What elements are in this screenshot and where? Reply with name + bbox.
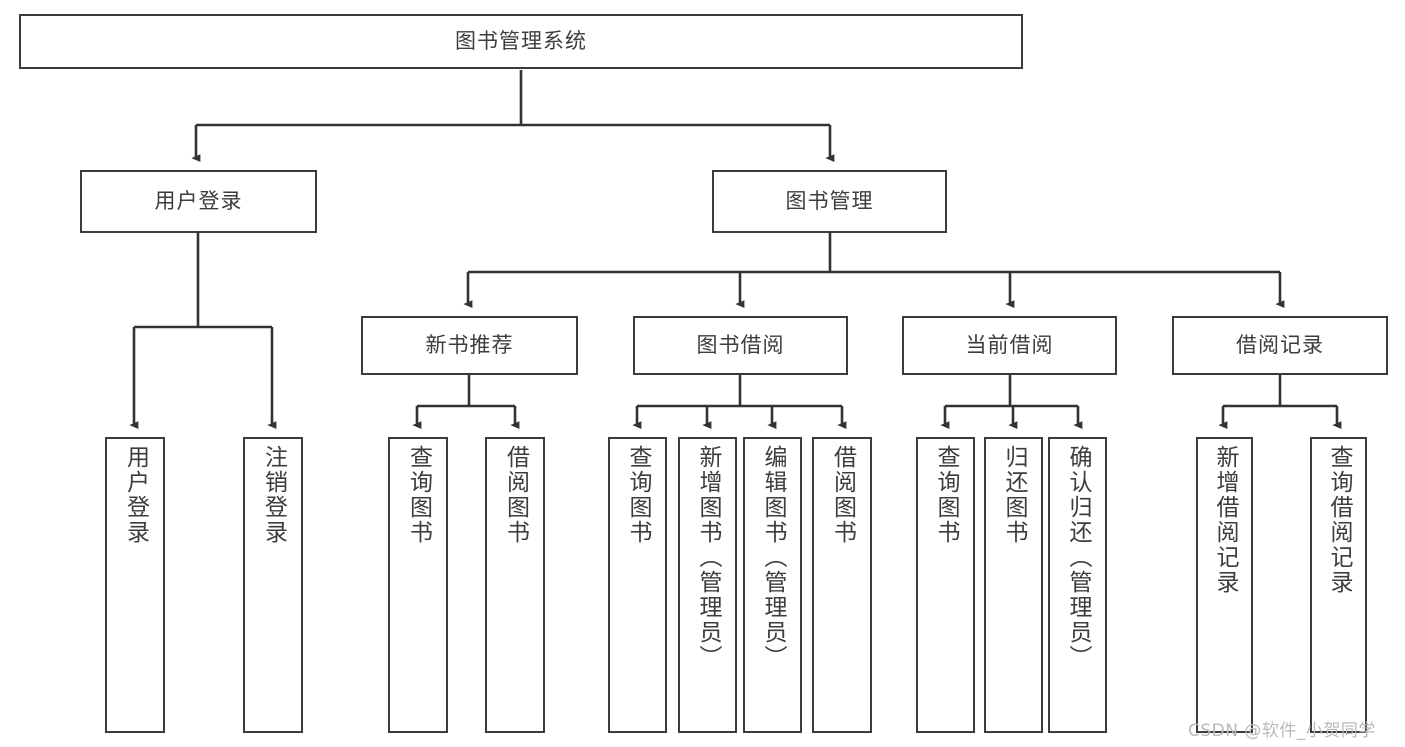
node-book-management[interactable]: 图书管理 [712, 170, 947, 233]
node-label: 借阅图书 [829, 445, 856, 545]
node-label: 确认归还（管理员） [1065, 445, 1091, 670]
leaf-edit-book[interactable]: 编辑图书（管理员） [743, 437, 802, 733]
node-label: 新书推荐 [425, 333, 514, 358]
node-label: 归还图书 [1001, 445, 1027, 545]
node-label: 借阅记录 [1236, 333, 1324, 358]
node-label: 用户登录 [154, 189, 243, 214]
leaf-query-book-borrow[interactable]: 查询图书 [608, 437, 667, 733]
leaf-query-book-current[interactable]: 查询图书 [916, 437, 975, 733]
node-label: 新增借阅记录 [1212, 445, 1238, 595]
leaf-logout-login[interactable]: 注销登录 [243, 437, 303, 733]
node-root-system[interactable]: 图书管理系统 [19, 14, 1023, 69]
leaf-confirm-return[interactable]: 确认归还（管理员） [1048, 437, 1107, 733]
node-label: 图书借阅 [696, 333, 785, 358]
leaf-borrow-book[interactable]: 借阅图书 [812, 437, 872, 733]
node-label: 新增图书（管理员） [695, 445, 721, 670]
leaf-query-borrow-record[interactable]: 查询借阅记录 [1310, 437, 1367, 733]
leaf-add-borrow-record[interactable]: 新增借阅记录 [1196, 437, 1253, 733]
node-new-book-recommend[interactable]: 新书推荐 [361, 316, 578, 375]
leaf-return-book[interactable]: 归还图书 [984, 437, 1043, 733]
node-label: 注销登录 [260, 445, 287, 545]
node-label: 编辑图书（管理员） [760, 445, 786, 670]
node-user-login[interactable]: 用户登录 [80, 170, 317, 233]
csdn-watermark: CSDN @软件_小贺同学 [1188, 721, 1376, 741]
leaf-user-login[interactable]: 用户登录 [105, 437, 165, 733]
node-label: 查询图书 [625, 445, 651, 545]
node-label: 借阅图书 [502, 445, 529, 545]
node-label: 查询图书 [405, 445, 432, 545]
leaf-query-book-recommend[interactable]: 查询图书 [388, 437, 448, 733]
node-current-borrow[interactable]: 当前借阅 [902, 316, 1117, 375]
node-label: 用户登录 [122, 445, 149, 545]
node-label: 查询图书 [933, 445, 959, 545]
node-borrow-record[interactable]: 借阅记录 [1172, 316, 1388, 375]
leaf-borrow-book-recommend[interactable]: 借阅图书 [485, 437, 545, 733]
leaf-add-book[interactable]: 新增图书（管理员） [678, 437, 737, 733]
node-book-borrow[interactable]: 图书借阅 [633, 316, 848, 375]
node-label: 图书管理系统 [455, 29, 587, 54]
node-label: 查询借阅记录 [1326, 445, 1352, 595]
node-label: 当前借阅 [965, 333, 1054, 358]
node-label: 图书管理 [785, 189, 874, 214]
